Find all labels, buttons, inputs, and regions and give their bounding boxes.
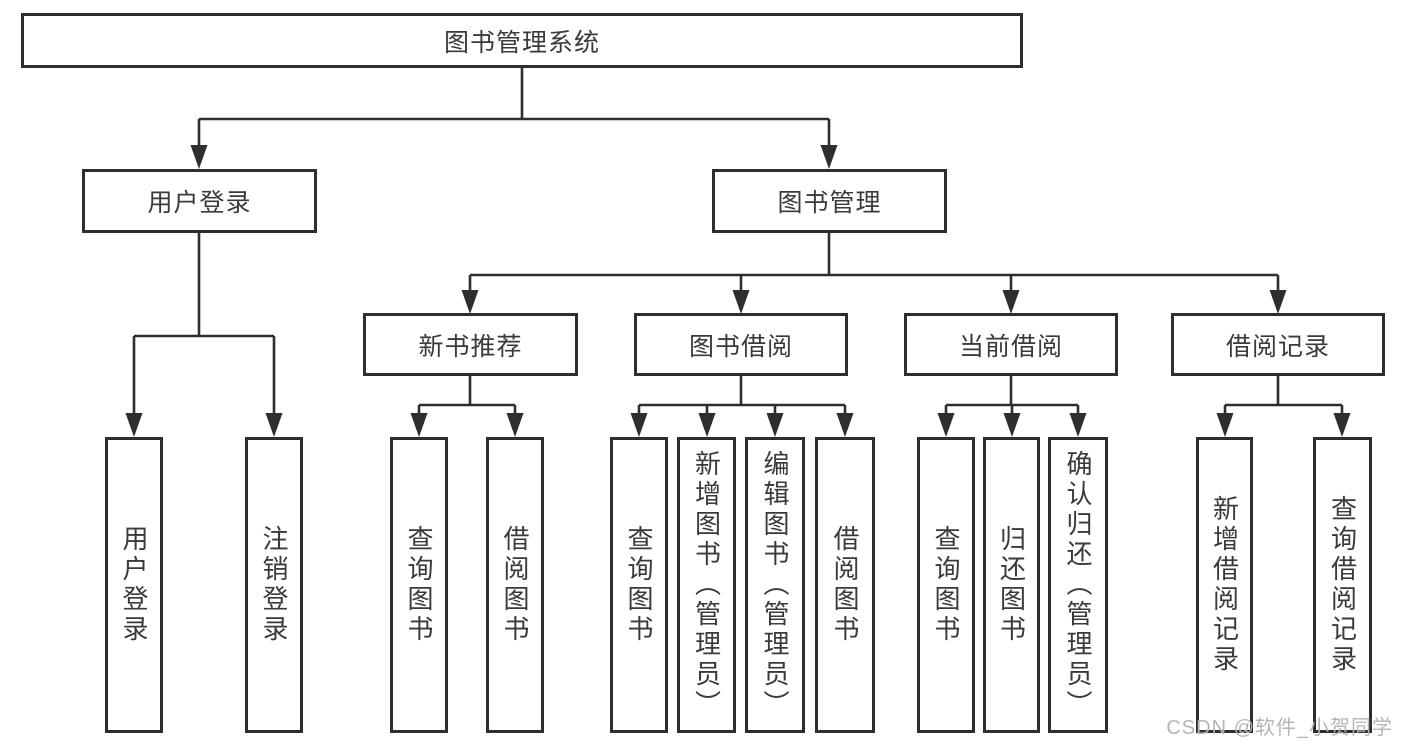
leaf-records-query-borrow-record: 查询借阅记录: [1313, 437, 1372, 733]
node-label: 新增借阅记录: [1209, 495, 1240, 675]
node-label: 借阅图书: [830, 525, 860, 645]
node-label: 借阅记录: [1225, 332, 1330, 361]
leaf-current-query-books: 查询图书: [917, 437, 975, 733]
arrowheads: [125, 145, 1351, 437]
node-user-login: 用户登录: [82, 169, 317, 233]
node-label: 编辑图书（管理员）: [760, 450, 790, 720]
node-label: 归还图书: [996, 525, 1027, 645]
node-label: 用户登录: [147, 189, 252, 217]
node-label: 查询图书: [404, 525, 434, 645]
leaf-borrowing-edit-books-admin: 编辑图书（管理员）: [745, 437, 805, 733]
leaf-records-add-borrow-record: 新增借阅记录: [1196, 437, 1253, 733]
leaf-logout-login: 注销登录: [245, 437, 303, 733]
node-label: 查询图书: [931, 525, 961, 645]
node-label: 图书管理系统: [443, 28, 600, 57]
node-book-management: 图书管理: [712, 169, 947, 233]
node-book-borrowing: 图书借阅: [634, 313, 848, 376]
node-label: 确认归还（管理员）: [1063, 450, 1093, 720]
leaf-current-return-books: 归还图书: [983, 437, 1040, 733]
csdn-watermark: CSDN @软件_小贺同学: [1166, 717, 1393, 739]
node-label: 查询借阅记录: [1327, 495, 1358, 675]
leaf-recommend-borrow-books: 借阅图书: [486, 437, 544, 733]
node-label: 用户登录: [119, 525, 149, 645]
leaf-user-login: 用户登录: [105, 437, 163, 733]
node-label: 新书推荐: [418, 332, 523, 361]
node-label: 当前借阅: [958, 332, 1063, 361]
leaf-recommend-query-books: 查询图书: [390, 437, 448, 733]
leaf-borrowing-borrow-books: 借阅图书: [815, 437, 875, 733]
node-label: 注销登录: [259, 525, 289, 645]
node-current-borrowing: 当前借阅: [904, 313, 1118, 376]
leaf-borrowing-query-books: 查询图书: [610, 437, 668, 733]
node-label: 查询图书: [624, 525, 654, 645]
node-new-book-recommendation: 新书推荐: [363, 313, 578, 376]
node-borrowing-records: 借阅记录: [1171, 313, 1385, 376]
leaf-borrowing-add-books-admin: 新增图书（管理员）: [677, 437, 736, 733]
node-library-management-system: 图书管理系统: [21, 13, 1023, 68]
node-label: 借阅图书: [500, 525, 530, 645]
node-label: 新增图书（管理员）: [691, 450, 722, 720]
node-label: 图书管理: [777, 189, 882, 217]
leaf-current-confirm-return-admin: 确认归还（管理员）: [1048, 437, 1108, 733]
node-label: 图书借阅: [688, 332, 793, 361]
